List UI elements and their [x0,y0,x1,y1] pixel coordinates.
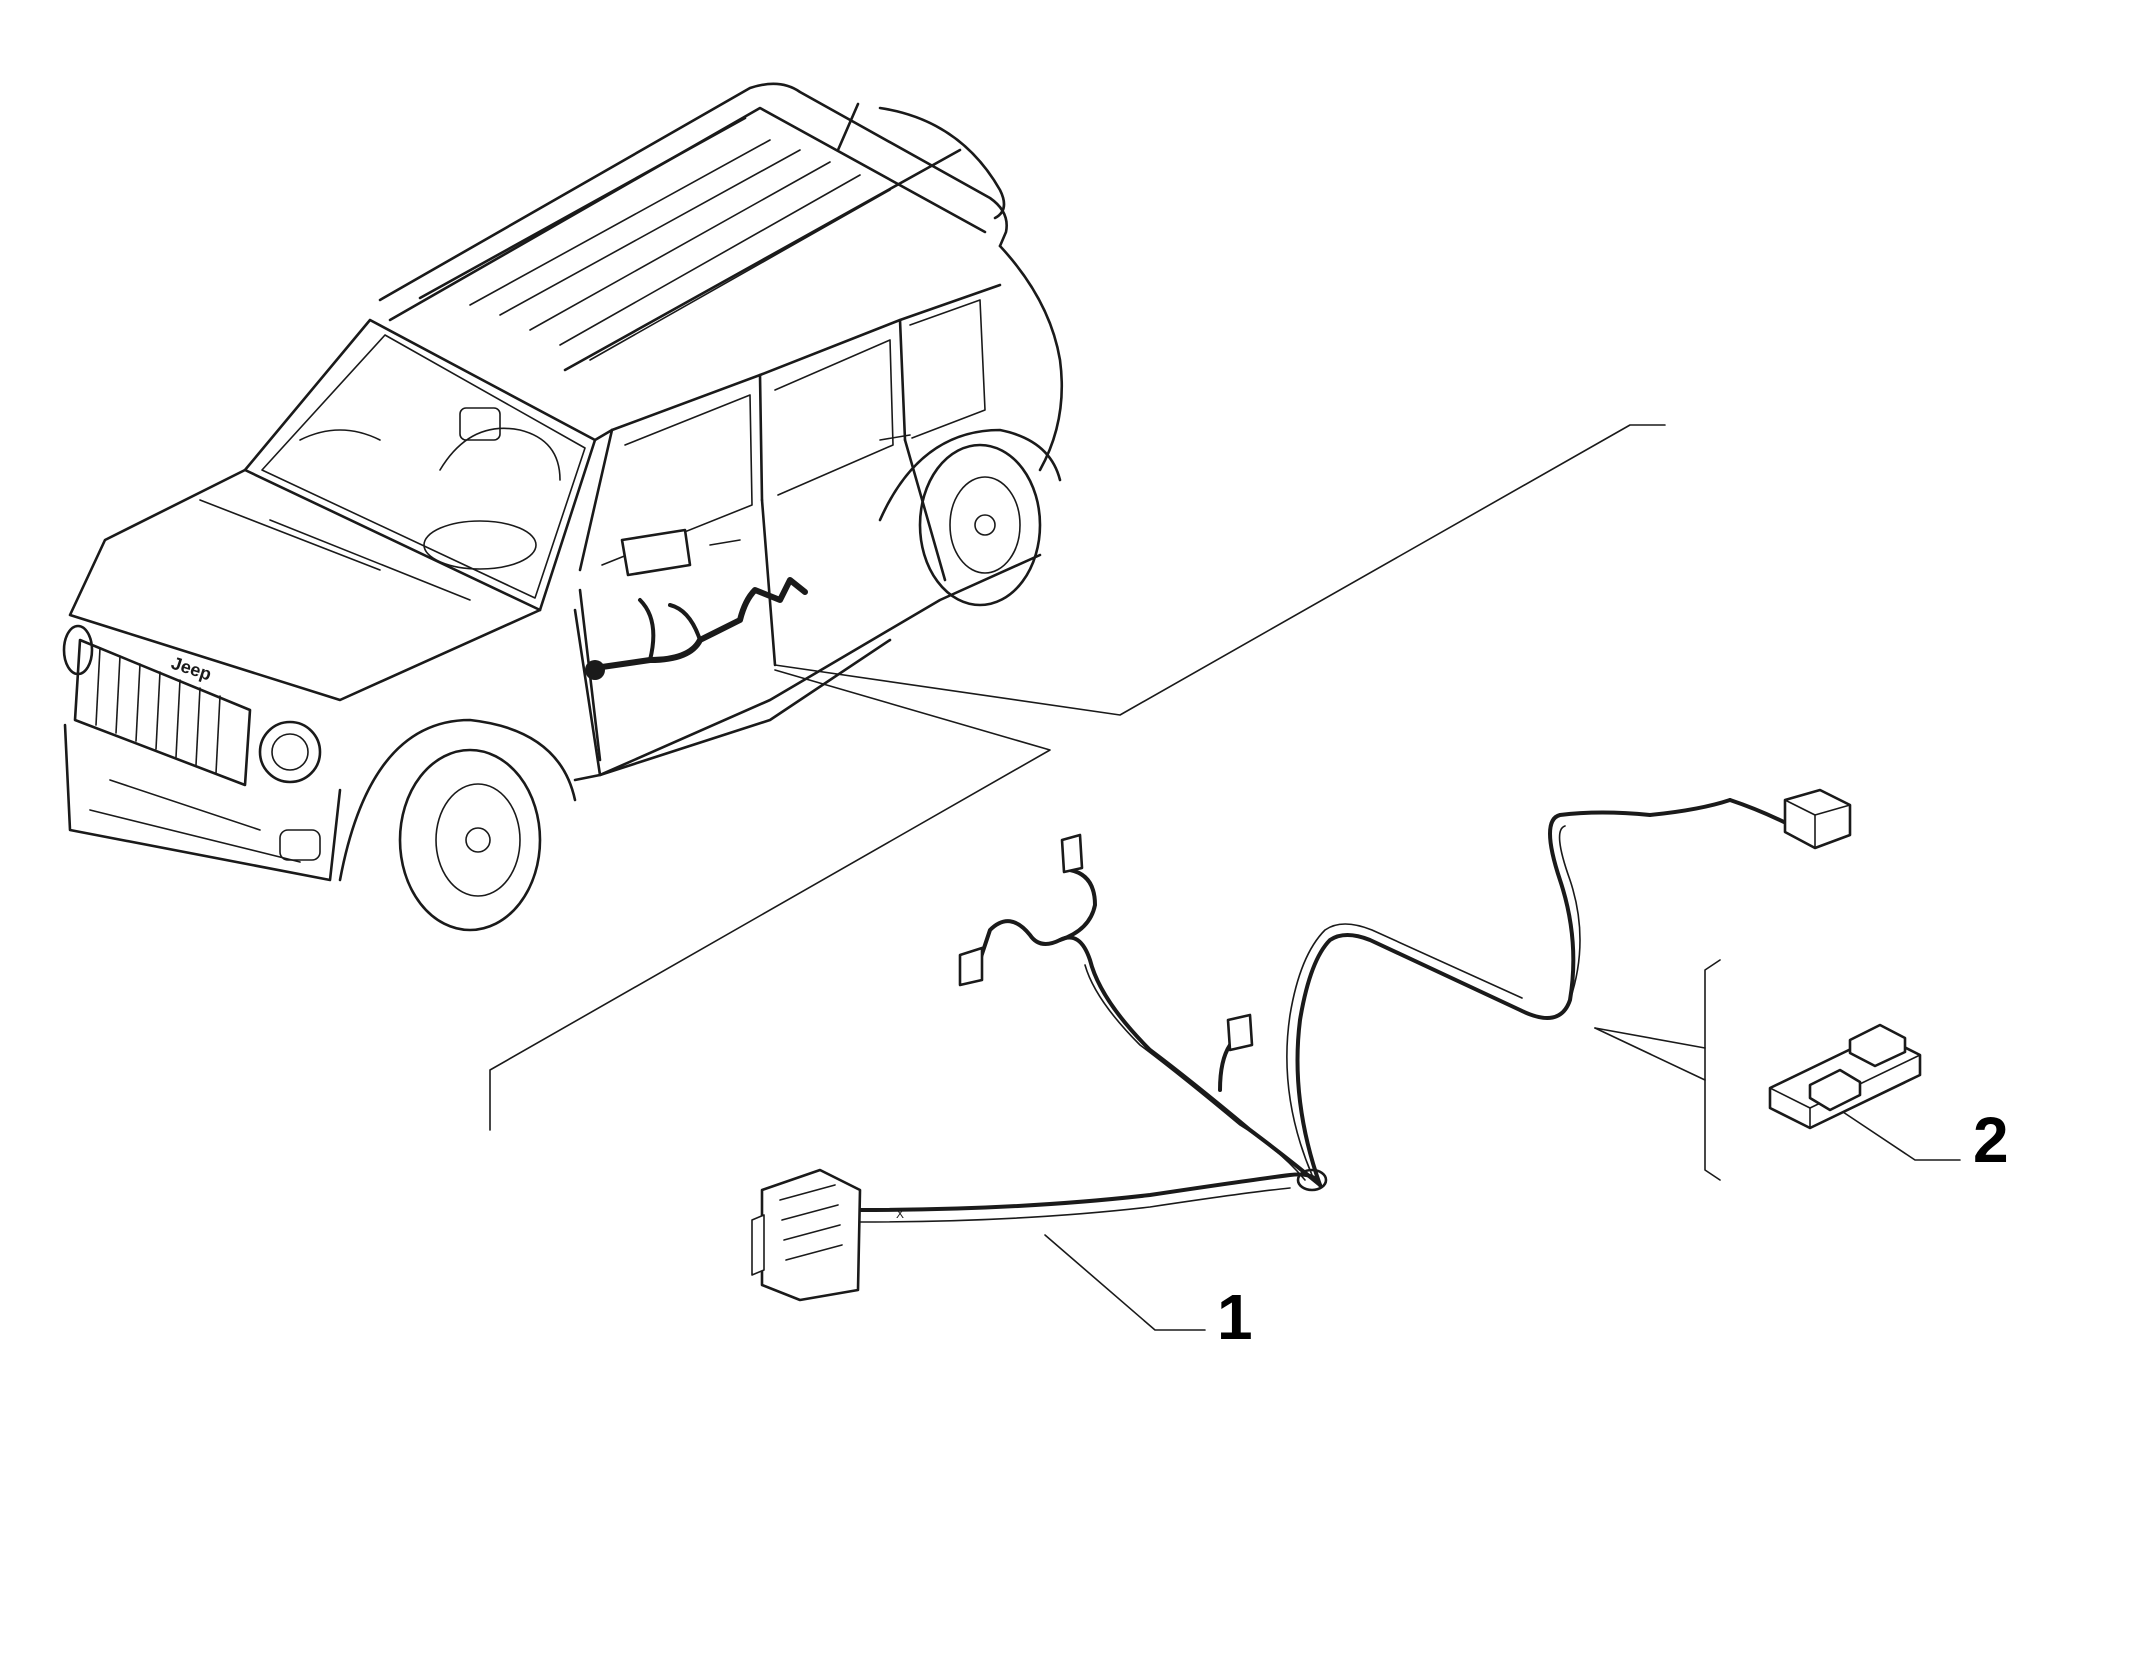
connector-mark: X [896,1207,904,1221]
wiring-harness-part-1: X [751,788,1852,1302]
callout-label-1: 1 [1217,1281,1253,1353]
leader-lines [489,424,1961,1331]
vehicle-illustration: Jeep [62,82,1064,932]
callout-label-2: 2 [1973,1104,2009,1176]
connector-clip-part-2 [1768,1023,1922,1130]
